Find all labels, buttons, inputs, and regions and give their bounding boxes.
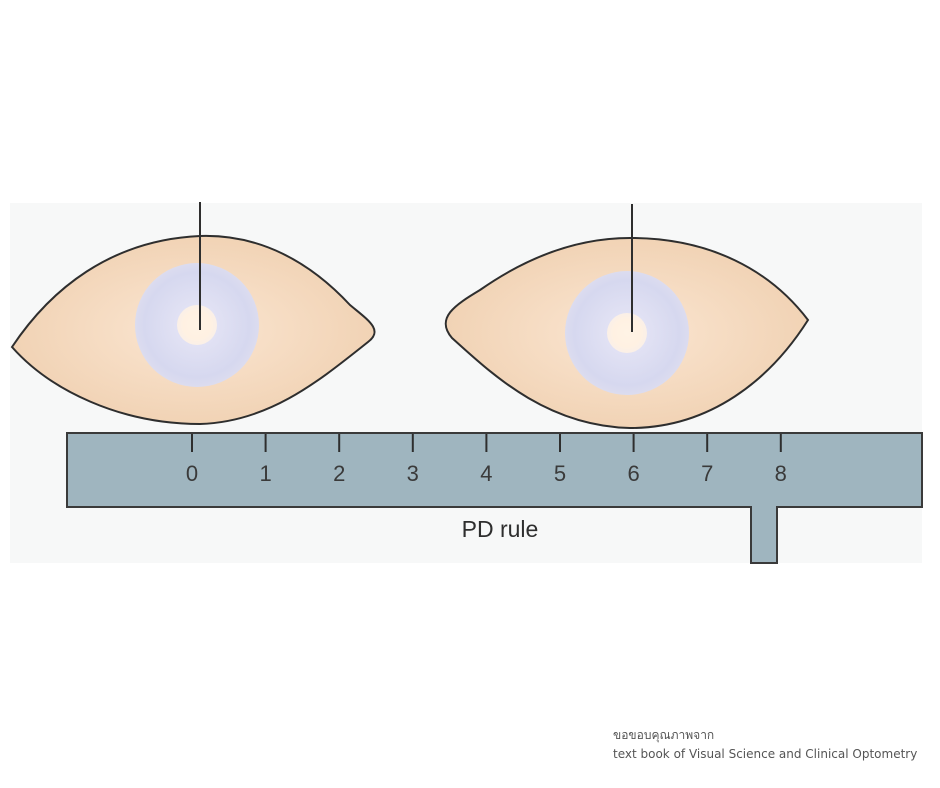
right-eye-pupil-reflex xyxy=(607,313,647,353)
left-eye-pupil-reflex xyxy=(177,305,217,345)
pd-rule: 0 1 2 3 4 5 6 7 8 PD rule xyxy=(66,432,923,564)
pd-rule-body xyxy=(66,432,923,564)
rule-tick-label-0: 0 xyxy=(186,461,198,486)
image-credit: ขอขอบคุณภาพจาก text book of Visual Scien… xyxy=(613,726,917,764)
rule-tick-label-8: 8 xyxy=(775,461,787,486)
credit-line-source: text book of Visual Science and Clinical… xyxy=(613,747,918,761)
rule-tick-label-2: 2 xyxy=(333,461,345,486)
left-eye xyxy=(10,202,376,426)
rule-tick-label-7: 7 xyxy=(701,461,713,486)
right-eye xyxy=(444,204,810,430)
credit-line-thanks: ขอขอบคุณภาพจาก xyxy=(613,728,715,742)
rule-tick-label-3: 3 xyxy=(407,461,419,486)
pd-rule-label: PD rule xyxy=(462,516,539,542)
rule-tick-label-6: 6 xyxy=(627,461,639,486)
rule-tick-label-1: 1 xyxy=(259,461,271,486)
pd-rule-ticks: 0 1 2 3 4 5 6 7 8 xyxy=(186,434,787,486)
rule-tick-label-4: 4 xyxy=(480,461,492,486)
rule-tick-label-5: 5 xyxy=(554,461,566,486)
